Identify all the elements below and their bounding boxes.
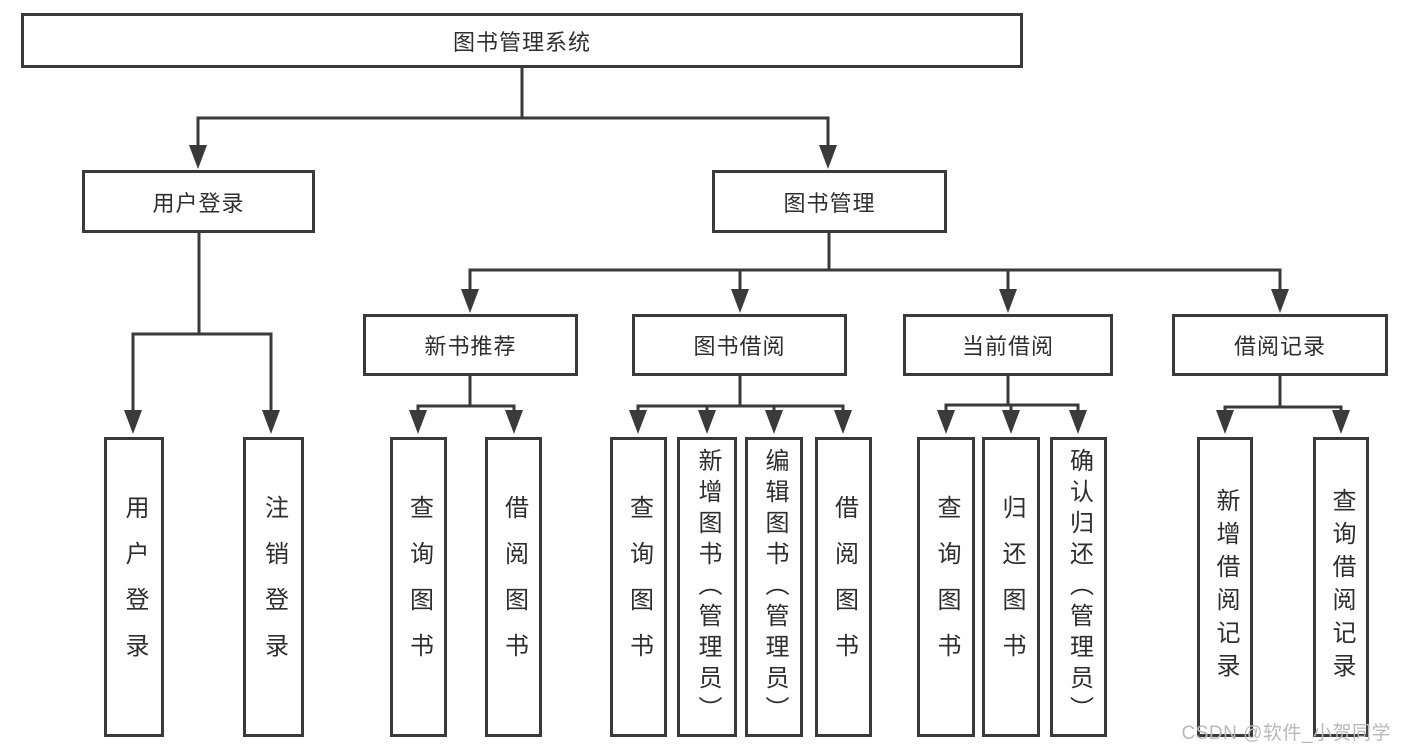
node-current-borrowing: 当前借阅	[903, 314, 1113, 376]
node-library-management-system: 图书管理系统	[21, 13, 1023, 68]
node-label: 图书借阅	[693, 334, 786, 359]
node-user-login-leaf: 用户登录	[104, 437, 164, 737]
node-new-book-recommend: 新书推荐	[363, 314, 578, 376]
node-book-management: 图书管理	[712, 170, 947, 233]
node-query-borrow-record: 查询借阅记录	[1313, 437, 1369, 737]
node-label: 图书管理	[783, 190, 876, 216]
node-label: 当前借阅	[961, 334, 1054, 359]
node-label: 借阅图书	[500, 495, 528, 679]
node-label: 查询图书	[933, 495, 960, 679]
node-label: 注销登录	[260, 495, 288, 679]
node-borrow-books-leaf: 借阅图书	[815, 437, 872, 737]
edge-current-to-query	[937, 403, 1008, 434]
edge-mgmt-to-book-borrow	[731, 268, 829, 313]
edge-new-book-to-borrow	[470, 404, 523, 434]
edge-borrow-to-query	[629, 404, 740, 434]
edge-mgmt-to-borrow-records	[829, 268, 1289, 313]
node-label: 新增图书（管理员）	[694, 447, 721, 727]
edge-borrow-to-edit	[740, 404, 783, 434]
node-label: 新书推荐	[424, 334, 517, 359]
node-book-borrowing: 图书借阅	[632, 314, 847, 376]
node-logout: 注销登录	[243, 437, 304, 737]
edge-user-login-to-login	[124, 332, 199, 434]
edge-current-to-return	[1002, 403, 1020, 434]
edge-user-login-to-logout	[199, 332, 280, 434]
node-add-borrow-record: 新增借阅记录	[1197, 437, 1253, 737]
node-label: 归还图书	[998, 495, 1025, 679]
node-label: 借阅图书	[830, 495, 858, 679]
edge-new-book-to-query	[409, 404, 470, 434]
edge-current-to-confirm	[1008, 403, 1087, 434]
edge-root-to-user-login	[189, 116, 522, 169]
node-return-books: 归还图书	[982, 437, 1040, 737]
node-label: 用户登录	[152, 190, 245, 216]
node-label: 新增借阅记录	[1212, 488, 1239, 686]
node-label: 编辑图书（管理员）	[761, 447, 788, 727]
node-label: 查询图书	[405, 495, 433, 679]
node-label: 图书管理系统	[452, 29, 591, 55]
node-add-books-admin: 新增图书（管理员）	[677, 437, 737, 737]
node-query-books-borrowing: 查询图书	[610, 437, 667, 737]
node-edit-books-admin: 编辑图书（管理员）	[745, 437, 803, 737]
node-label: 查询图书	[625, 495, 653, 679]
node-borrow-books-recommend: 借阅图书	[485, 437, 542, 737]
node-label: 借阅记录	[1233, 334, 1326, 359]
node-confirm-return-admin: 确认归还（管理员）	[1050, 437, 1107, 737]
node-query-books-current: 查询图书	[917, 437, 975, 737]
node-query-books-recommend: 查询图书	[390, 437, 447, 737]
edge-records-to-add	[1216, 405, 1280, 434]
node-label: 查询借阅记录	[1328, 488, 1355, 686]
edge-borrow-to-borrow	[740, 404, 852, 434]
edge-mgmt-to-current-borrow	[829, 268, 1017, 313]
edge-records-to-query	[1280, 405, 1350, 434]
node-label: 用户登录	[121, 495, 148, 679]
edge-mgmt-to-new-book	[461, 268, 829, 313]
node-user-login: 用户登录	[82, 170, 315, 233]
edge-borrow-to-add	[698, 404, 740, 434]
watermark-text: CSDN @软件_小贺同学	[1181, 723, 1391, 744]
edge-root-to-book-management	[522, 116, 837, 169]
node-borrowing-records: 借阅记录	[1172, 314, 1388, 376]
node-label: 确认归还（管理员）	[1065, 447, 1093, 727]
